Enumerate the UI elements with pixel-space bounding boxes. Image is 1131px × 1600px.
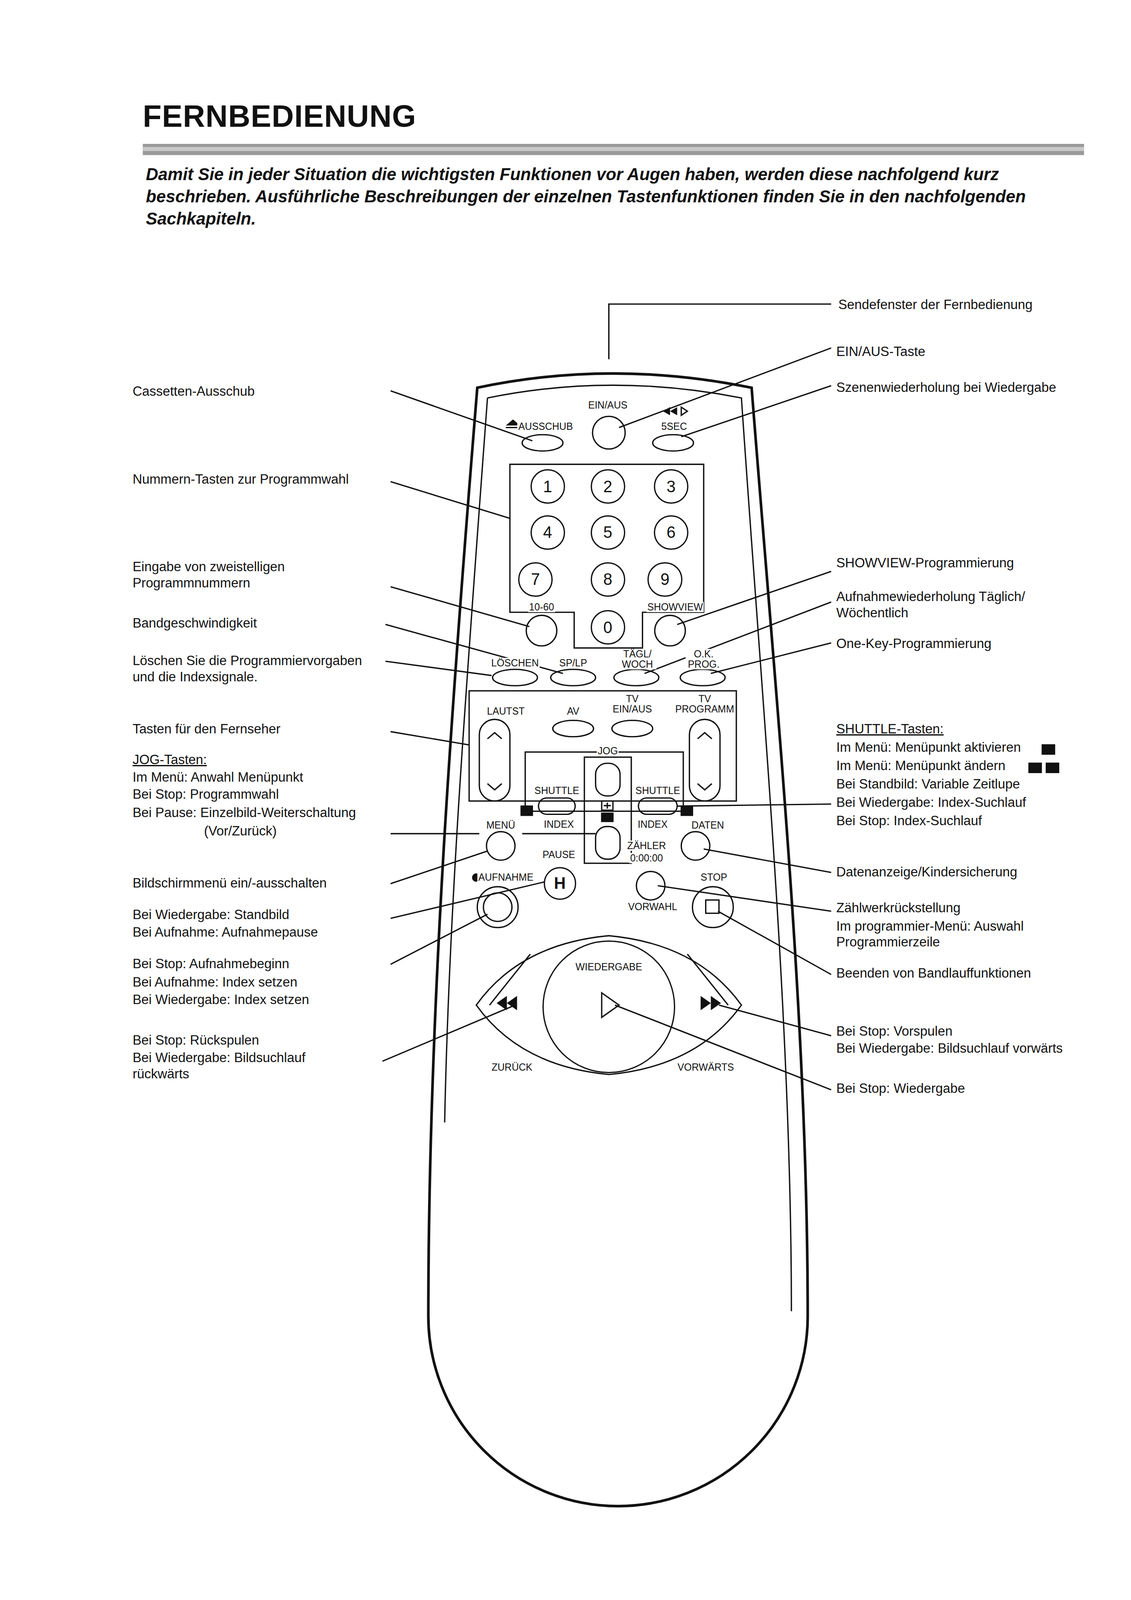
callout-text: Im programmier-Menü: Auswahl Programmier… <box>836 918 1112 951</box>
button-label: SHUTTLE <box>634 785 682 796</box>
callout-text: Aufnahmewiederholung Täglich/ Wöchentlic… <box>836 588 1076 621</box>
button-label: PAUSE <box>541 849 576 860</box>
number-key: 4 <box>530 515 566 550</box>
number-key: 0 <box>590 609 626 645</box>
button-text: 8 <box>603 571 613 588</box>
callout-text: Datenanzeige/Kindersicherung <box>836 863 1018 881</box>
number-key: 8 <box>590 562 626 597</box>
number-key: 2 <box>590 469 626 504</box>
callout-text: Bei Standbild: Variable Zeitlupe <box>836 775 1020 793</box>
button-label: JOG <box>597 745 619 756</box>
button-label: TV PROGRAMM <box>674 693 736 715</box>
button-label: LÖSCHEN <box>490 657 540 668</box>
callout-text: Tasten für den Fernseher <box>132 720 281 738</box>
callout-text: Sendefenster der Fernbedienung <box>838 296 1033 313</box>
number-key: 9 <box>647 562 683 597</box>
callout-text: Im Menü: Menüpunkt aktivieren <box>836 739 1021 756</box>
button-label: VORWAHL <box>627 901 679 912</box>
play-button: WIEDERGABE <box>542 940 676 1073</box>
callout-text: Bei Wiedergabe: Standbild <box>132 906 290 923</box>
callout-text: Bei Stop: Rückspulen <box>132 1031 260 1049</box>
button-text: 9 <box>660 571 670 588</box>
callout-text: JOG-Tasten: <box>132 751 207 768</box>
button-text: 6 <box>666 524 676 541</box>
callout-text: Bei Pause: Einzelbild-Weiterschaltung <box>132 804 356 821</box>
callout-text: SHUTTLE-Tasten: <box>836 720 944 738</box>
callout-text: Bei Wiedergabe: Bildsuchlauf vorwärts <box>836 1040 1063 1057</box>
button-label: 5SEC <box>660 421 688 432</box>
button-label: AV <box>565 705 581 717</box>
button-text: 7 <box>530 571 540 588</box>
callout-text: Bildschirmmenü ein/-ausschalten <box>132 874 327 892</box>
callout-text: Bei Stop: Aufnahmebeginn <box>132 955 290 972</box>
callout-text: Zählwerkrückstellung <box>836 899 961 916</box>
button-label: AUSSCHUB <box>517 421 574 432</box>
button-text: WIEDERGABE <box>574 961 644 972</box>
callout-text: Nummern-Tasten zur Programmwahl <box>132 471 349 488</box>
number-key: 6 <box>653 515 689 550</box>
button-text: H <box>553 874 566 892</box>
callout-text: Cassetten-Ausschub <box>132 383 255 400</box>
button-label: STOP <box>699 871 729 883</box>
callout-text: Eingabe von zweistelligen Programmnummer… <box>132 558 363 592</box>
button-label: 0:00:00 <box>629 852 665 863</box>
callout-text: (Vor/Zurück) <box>204 822 277 840</box>
callout-text: Bei Stop: Programmwahl <box>132 786 280 803</box>
button-label: SP/LP <box>558 657 588 668</box>
button-label: LAUTST <box>486 705 526 717</box>
number-key: 1 <box>530 469 566 504</box>
button-label: SHOWVIEW <box>646 601 704 613</box>
callout-text: Bei Wiedergabe: Index-Suchlauf <box>836 794 1027 811</box>
button-label: VORWÄRTS <box>676 1061 735 1073</box>
callout-text: Bei Wiedergabe: Index setzen <box>132 991 310 1008</box>
page-title: FERNBEDIENUNG <box>142 97 417 136</box>
number-key: 3 <box>653 469 689 504</box>
number-key: 7 <box>518 562 553 597</box>
callout-text: Im Menü: Anwahl Menüpunkt <box>132 769 304 786</box>
callout-text: Löschen Sie die Programmiervorgaben und … <box>132 652 373 686</box>
callout-text: Beenden von Bandlauffunktionen <box>836 964 1031 982</box>
button-text: 4 <box>543 524 553 541</box>
button-label: ZURÜCK <box>490 1061 534 1073</box>
callout-text: Im Menü: Menüpunkt ändern <box>836 757 1006 774</box>
callout-text: Bei Stop: Wiedergabe <box>836 1080 965 1097</box>
callout-text: Bandgeschwindigkeit <box>132 615 257 632</box>
button-label: 10-60 <box>527 601 555 613</box>
callout-text: Bei Stop: Vorspulen <box>836 1023 953 1040</box>
callout-text: Bei Stop: Index-Suchlauf <box>836 812 982 829</box>
button-label: EIN/AUS <box>587 399 629 411</box>
callout-text: One-Key-Programmierung <box>836 635 992 652</box>
button-label: TV EIN/AUS <box>608 693 657 715</box>
button-label: TÄGL/ WOCH <box>617 648 657 670</box>
button-text: 5 <box>603 524 613 541</box>
intro-text: Damit Sie in jeder Situation die wichtig… <box>145 163 1090 230</box>
button-label: AUFNAHME <box>477 871 535 883</box>
button-label: SHUTTLE <box>533 785 581 796</box>
button-label: MENÜ <box>485 819 516 831</box>
button-label: DATEN <box>690 819 725 831</box>
button-text: 2 <box>603 478 613 495</box>
button-text: 0 <box>603 619 613 636</box>
button-label: O.K. PROG. <box>685 648 722 670</box>
button-label: INDEX <box>542 819 575 830</box>
callout-text: Bei Aufnahme: Index setzen <box>132 973 298 991</box>
callout-text: EIN/AUS-Taste <box>836 343 925 360</box>
button-label: ZÄHLER <box>626 840 668 851</box>
callout-text: Szenenwiederholung bei Wiedergabe <box>836 379 1056 396</box>
callout-text: Bei Wiedergabe: Bildsuchlauf rückwärts <box>132 1049 347 1082</box>
number-key: 5 <box>590 515 626 550</box>
button-text: 1 <box>543 478 553 495</box>
pause-button: H <box>543 866 577 900</box>
callout-text: Bei Aufnahme: Aufnahmepause <box>132 924 318 941</box>
callout-text: SHOWVIEW-Programmierung <box>836 554 1014 572</box>
button-label: INDEX <box>636 819 669 830</box>
button-text: 3 <box>666 478 676 495</box>
